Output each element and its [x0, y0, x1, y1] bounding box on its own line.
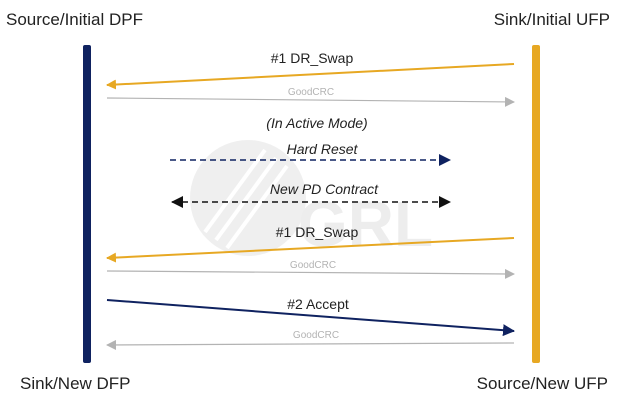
- hard-reset-label: Hard Reset: [287, 141, 359, 157]
- goodcrc-arrow-3: [106, 339, 515, 350]
- initial-ufp-label: Sink/Initial UFP: [493, 10, 610, 29]
- ufp-lifeline: [532, 45, 540, 363]
- goodcrc-label-3: GoodCRC: [293, 330, 339, 341]
- goodcrc-label-2: GoodCRC: [290, 260, 336, 271]
- dr-swap-arrow-1: [106, 63, 515, 90]
- active-mode-note: (In Active Mode): [266, 115, 367, 131]
- new-pd-contract-label: New PD Contract: [270, 181, 379, 197]
- new-dfp-label: Sink/New DFP: [20, 374, 131, 393]
- dfp-lifeline: [83, 45, 91, 363]
- dr-swap-label-2: #1 DR_Swap: [276, 224, 359, 240]
- new-ufp-label: Source/New UFP: [476, 374, 608, 393]
- goodcrc-arrow-1: [106, 96, 515, 107]
- goodcrc-arrow-2: [106, 268, 515, 279]
- accept-arrow: [106, 299, 515, 337]
- goodcrc-label-1: GoodCRC: [288, 87, 334, 98]
- dr-swap-label-1: #1 DR_Swap: [271, 50, 354, 66]
- dr-swap-arrow-2: [106, 237, 515, 263]
- grl-watermark: GRL: [190, 140, 433, 260]
- initial-dfp-label: Source/Initial DPF: [6, 10, 143, 29]
- accept-label: #2 Accept: [287, 296, 349, 312]
